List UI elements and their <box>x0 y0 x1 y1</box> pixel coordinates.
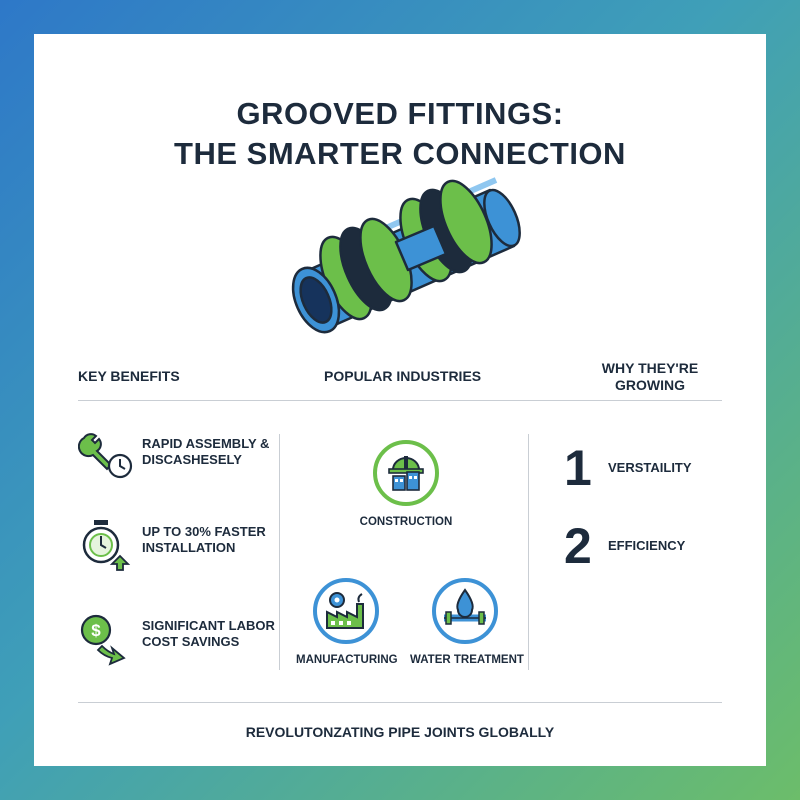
benefit-line-2: COST SAVINGS <box>142 634 240 649</box>
stopwatch-up-arrow-icon <box>82 520 131 571</box>
benefit-line-1: SIGNIFICANT LABOR <box>142 618 275 633</box>
benefit-item: UP TO 30% FASTER INSTALLATION <box>78 518 288 578</box>
reason-label: VERSTAILITY <box>608 460 692 475</box>
grooved-pipe-coupling-illustration <box>291 177 521 334</box>
benefit-item: RAPID ASSEMBLY & DISCASHESELY <box>78 430 288 490</box>
why-growing-heading: WHY THEY'RE GROWING <box>590 360 710 394</box>
why-growing-line-2: GROWING <box>615 377 685 393</box>
wrench-clock-icon <box>78 433 133 479</box>
industry-label: MANUFACTURING <box>296 654 398 666</box>
header-divider <box>78 400 722 401</box>
reason-number: 2 <box>564 518 592 574</box>
popular-industries-heading: POPULAR INDUSTRIES <box>324 368 482 384</box>
benefit-line-2: INSTALLATION <box>142 540 236 555</box>
industry-label: WATER TREATMENT <box>410 654 524 666</box>
benefit-line-2: DISCASHESELY <box>142 452 242 467</box>
benefit-line-1: UP TO 30% FASTER <box>142 524 266 539</box>
manufacturing-icon <box>313 578 379 644</box>
benefit-text: RAPID ASSEMBLY & DISCASHESELY <box>142 436 292 468</box>
title-line-2: THE SMARTER CONNECTION <box>174 136 626 171</box>
reason-label: EFFICIENCY <box>608 538 686 553</box>
reason-number: 1 <box>564 440 592 496</box>
svg-text:$: $ <box>91 621 101 640</box>
column-divider-left <box>279 434 280 670</box>
industry-item-construction: CONSTRUCTION <box>356 438 456 528</box>
column-divider-right <box>528 434 529 670</box>
industry-label: CONSTRUCTION <box>359 516 453 528</box>
reason-item: 2 EFFICIENCY <box>564 518 744 578</box>
water-treatment-icon <box>432 578 498 644</box>
reason-item: 1 VERSTAILITY <box>564 440 744 500</box>
industry-item-manufacturing: MANUFACTURING <box>296 576 398 666</box>
industry-item-water-treatment: WATER TREATMENT <box>410 576 524 666</box>
benefit-text: UP TO 30% FASTER INSTALLATION <box>142 524 292 556</box>
benefit-line-1: RAPID ASSEMBLY & <box>142 436 270 451</box>
dollar-down-arrow-icon: $ <box>80 614 126 666</box>
benefit-text: SIGNIFICANT LABOR COST SAVINGS <box>142 618 292 650</box>
construction-icon <box>373 440 439 506</box>
benefit-item: $ SIGNIFICANT LABOR COST SAVINGS <box>78 612 288 672</box>
key-benefits-heading: KEY BENEFITS <box>78 368 180 384</box>
page-title: GROOVED FITTINGS: THE SMARTER CONNECTION <box>34 94 766 174</box>
infographic-card: GROOVED FITTINGS: THE SMARTER CONNECTION <box>34 34 766 766</box>
title-line-1: GROOVED FITTINGS: <box>236 96 564 131</box>
footer-divider <box>78 702 722 703</box>
why-growing-line-1: WHY THEY'RE <box>601 360 699 376</box>
footer-tagline: REVOLUTONZATING PIPE JOINTS GLOBALLY <box>245 724 555 740</box>
